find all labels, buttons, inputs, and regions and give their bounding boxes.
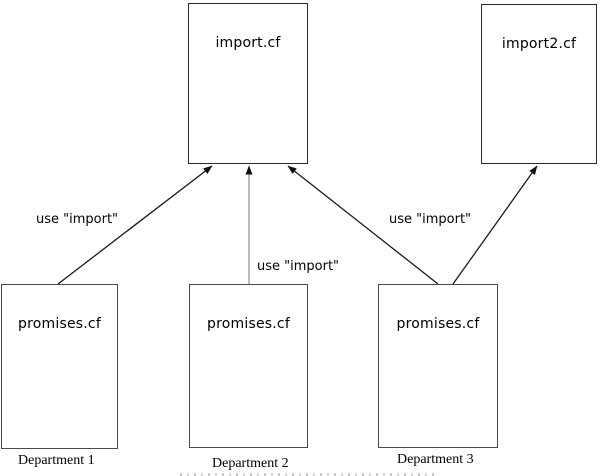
edge-label-left: use "import" xyxy=(36,212,119,227)
clipped-caption-remnant xyxy=(180,473,435,476)
node-label: promises.cf xyxy=(207,316,290,332)
edge-label-middle: use "import" xyxy=(257,259,340,274)
node-label: import2.cf xyxy=(501,36,577,52)
node-label: promises.cf xyxy=(18,316,101,332)
node-import2-cf: import2.cf xyxy=(481,4,597,164)
caption-department-3: Department 3 xyxy=(397,452,474,467)
edge-label-right: use "import" xyxy=(389,212,472,227)
node-promises-cf-dept1: promises.cf xyxy=(1,284,118,449)
node-import-cf: import.cf xyxy=(188,3,308,164)
caption-department-1: Department 1 xyxy=(18,453,95,468)
node-promises-cf-dept3: promises.cf xyxy=(378,284,498,448)
node-label: import.cf xyxy=(215,35,281,51)
node-promises-cf-dept2: promises.cf xyxy=(189,284,308,448)
node-label: promises.cf xyxy=(396,316,480,332)
caption-department-2: Department 2 xyxy=(212,456,289,471)
